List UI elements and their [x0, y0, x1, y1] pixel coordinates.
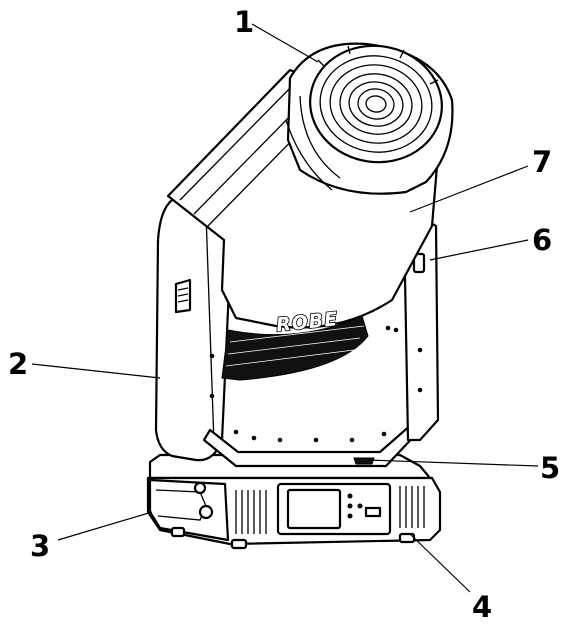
callout-5: 5 — [540, 451, 560, 485]
head-vent — [221, 315, 369, 381]
fixture-base — [146, 453, 442, 550]
callout-3: 3 — [30, 529, 50, 563]
callout-1: 1 — [234, 5, 254, 39]
yoke-rivets — [209, 325, 423, 443]
display-screen — [286, 488, 342, 530]
callout-6: 6 — [532, 223, 552, 257]
callout-leaders — [31, 23, 539, 593]
right-vent-grille — [399, 486, 425, 528]
callout-7: 7 — [532, 145, 552, 179]
fresnel-lens — [309, 44, 443, 164]
fixture-head: ROBE — [166, 42, 454, 381]
callout-2: 2 — [8, 347, 28, 381]
left-vent-grille — [235, 490, 267, 534]
callout-numbers: 1 2 3 4 5 6 7 — [8, 5, 560, 624]
fixture-yoke — [154, 186, 440, 468]
callout-4: 4 — [472, 590, 492, 624]
